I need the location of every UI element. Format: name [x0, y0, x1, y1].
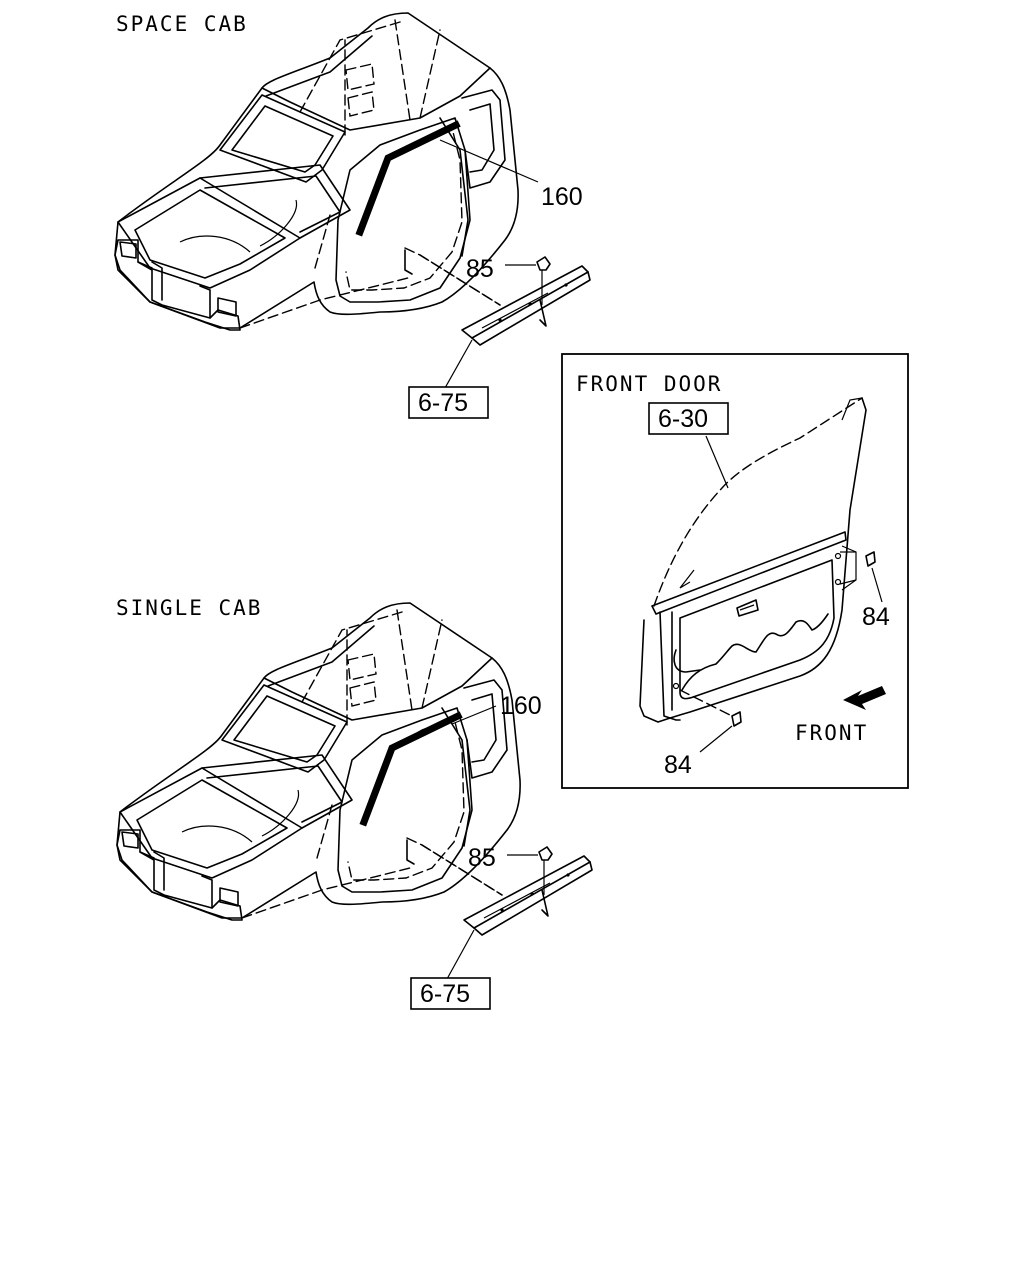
single-cab-body — [116, 602, 521, 921]
front-door-leader-84-lower — [699, 725, 733, 753]
space-cab-callout-85: 85 — [466, 255, 494, 283]
single-cab-ref-675: 6-75 — [420, 980, 470, 1008]
front-door-title: FRONT DOOR — [576, 372, 722, 396]
space-cab-ref-box — [408, 386, 489, 419]
space-cab-ref-675: 6-75 — [418, 389, 468, 417]
single-cab-group: SINGLE CAB 160 85 6-75 — [116, 596, 593, 1010]
space-cab-group: SPACE CAB 160 85 6-75 — [114, 12, 591, 419]
front-door-ref-630: 6-30 — [658, 405, 708, 433]
front-door-leader-630 — [705, 435, 729, 489]
space-cab-callout-160: 160 — [541, 183, 583, 211]
front-door-callout-84-lower: 84 — [664, 751, 692, 779]
single-cab-leader-160 — [451, 705, 497, 725]
single-cab-callout-85: 85 — [468, 844, 496, 872]
space-cab-leader-160 — [439, 139, 539, 183]
front-door-inset: FRONT DOOR 6-30 — [561, 353, 909, 789]
single-cab-title: SINGLE CAB — [116, 596, 262, 620]
arrow-down-left-icon — [843, 686, 886, 710]
space-cab-leader-675 — [444, 339, 473, 389]
front-door-frame — [561, 353, 909, 789]
space-cab-weatherstrip — [355, 120, 461, 237]
front-door-leader-84-upper — [871, 567, 883, 603]
front-door-drawing — [639, 397, 876, 727]
single-cab-leader-675 — [446, 929, 475, 980]
single-cab-ref-box — [410, 977, 491, 1010]
space-cab-title: SPACE CAB — [116, 12, 248, 36]
space-cab-body — [114, 12, 519, 331]
single-cab-callout-160: 160 — [500, 692, 542, 720]
front-door-callout-84-upper: 84 — [862, 603, 890, 631]
front-direction-label: FRONT — [795, 721, 868, 745]
front-door-ref-box — [648, 402, 729, 435]
single-cab-weatherstrip — [359, 711, 463, 827]
